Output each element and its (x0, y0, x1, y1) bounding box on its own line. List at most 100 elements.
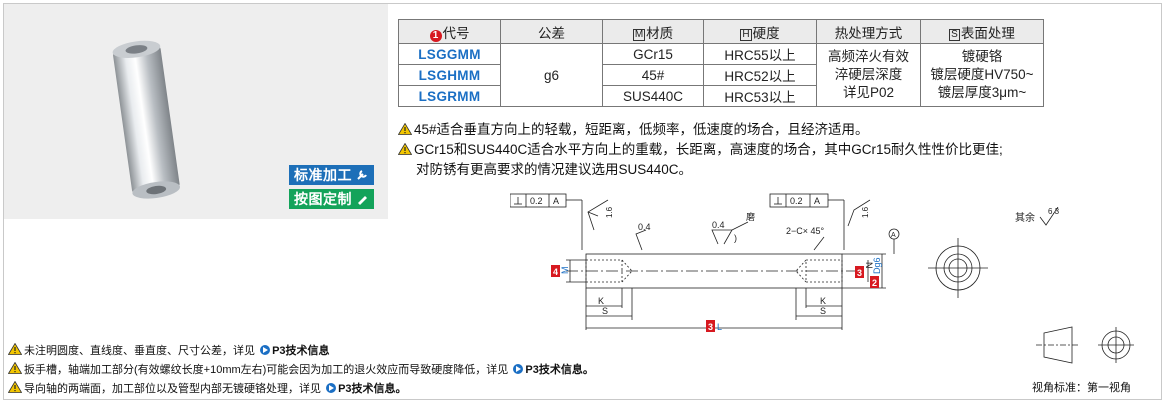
warning-icon (398, 123, 412, 135)
material-cell: GCr15 (602, 43, 704, 65)
marker-n: 3 (857, 268, 862, 278)
tol-right-ref: A (814, 196, 820, 206)
product-photo (4, 4, 388, 219)
arrow-right-icon (260, 345, 271, 355)
standard-tag-label: 标准加工 (294, 167, 352, 183)
dim-k-s: K S K S 3 L (585, 288, 843, 332)
dim-k-right: K (820, 296, 826, 306)
surface-line: 镀层厚度3μm~ (937, 85, 1027, 100)
roughness-symbol-icon: 6.3 (1039, 206, 1060, 226)
roughness-left: 1.6 (587, 199, 614, 231)
material-marker: M (632, 28, 646, 41)
material-cell: 45# (602, 64, 704, 86)
dim-l-label: L (717, 322, 722, 332)
footnote-link[interactable]: P3技术信息。 (525, 364, 594, 376)
rough-right-value: 1.6 (861, 206, 870, 218)
footnote-text: 导向轴的两端面，加工部位以及管型内部无镀硬铬处理，详见 (24, 383, 321, 395)
grind-label: 磨 (746, 212, 755, 222)
table-row: LSGRMM SUS440C HRC53以上 (398, 85, 1044, 107)
perpendicularity-left: 0.2 A (510, 193, 583, 250)
footnote-link[interactable]: P3技术信息 (272, 345, 330, 357)
heat-line: 详见P02 (842, 85, 895, 100)
dim-k-left: K (598, 296, 604, 306)
dim-m: 4 M (551, 259, 586, 283)
table-row: LSGGMM g6 GCr15 HRC55以上 高频淬火有效 淬硬层深度 详见P… (398, 43, 1044, 107)
page-frame (3, 3, 1162, 400)
note-line-3: 对防锈有更高要求的情况建议选用SUS440C。 (416, 162, 693, 177)
surface-line: 镀层硬度HV750~ (930, 67, 1034, 82)
footnote-2: 扳手槽，轴端加工部分(有效螺纹长度+10mm左右)可能会因为加工的退火效应而导致… (8, 361, 594, 377)
chamfer-note: 2−C× 45° (786, 226, 825, 251)
warning-icon (398, 143, 412, 155)
dim-dg6-label: Dg6 (872, 257, 882, 274)
header-tolerance: 公差 (500, 19, 603, 44)
warning-icon (8, 381, 22, 393)
custom-order-tag[interactable]: 按图定制 (289, 189, 375, 209)
code-cell[interactable]: LSGRMM (398, 85, 501, 107)
standard-processing-tag[interactable]: 标准加工 (289, 165, 375, 185)
marker-dg6: 2 (872, 278, 877, 288)
note-text: 45#适合垂直方向上的轻载，短距离，低频率，低速度的场合，且经济适用。 (414, 122, 869, 137)
dim-n-label: N (864, 262, 874, 269)
dim-s-left: S (602, 306, 608, 316)
tolerance-cell: g6 (500, 43, 603, 107)
rough-04b-value: 0.4 (712, 220, 725, 230)
wrench-icon (357, 170, 368, 180)
arrow-right-icon (513, 364, 524, 374)
footnote-3: 导向轴的两端面，加工部位以及管型内部无镀硬铬处理，详见 P3技术信息。 (8, 380, 407, 396)
heat-line: 高频淬火有效 (828, 49, 909, 64)
hardness-cell: HRC55以上 (703, 43, 817, 65)
other-label-text: 其余 (1015, 213, 1035, 224)
roughness-right: 1.6 (847, 199, 871, 227)
footnote-text: 扳手槽，轴端加工部分(有效螺纹长度+10mm左右)可能会因为加工的退火效应而导致… (24, 364, 509, 376)
hardness-marker: H (740, 28, 752, 41)
note-line-1: 45#适合垂直方向上的轻载，短距离，低频率，低速度的场合，且经济适用。 (398, 118, 869, 138)
heat-line: 淬硬层深度 (834, 67, 903, 82)
header-material-label: 材质 (646, 25, 674, 41)
header-hardness-label: 硬度 (752, 25, 780, 41)
footnote-link[interactable]: P3技术信息。 (338, 383, 407, 395)
material-cell: SUS440C (602, 85, 704, 107)
hardness-cell: HRC53以上 (703, 85, 817, 107)
marker-l: 3 (708, 322, 713, 332)
rough-other-value: 6.3 (1048, 207, 1060, 216)
perpendicularity-right: 0.2 A (769, 193, 845, 250)
dim-n-dg6: 3 N 2 Dg6 (842, 253, 886, 289)
code-cell[interactable]: LSGGMM (398, 43, 501, 65)
chamfer-label: 2−C× 45° (786, 226, 825, 236)
tol-left-ref: A (553, 196, 559, 206)
custom-tag-label: 按图定制 (294, 191, 352, 207)
code-cell[interactable]: LSGHMM (398, 64, 501, 86)
other-roughness: 其余 6.3 (1015, 206, 1068, 227)
technical-drawing: 0.2 A 1.6 0.2 A 1.6 0.4 0.4 ) 磨 2−C× 45°… (510, 193, 988, 332)
projection-label: 视角标准：第一视角 (1032, 382, 1131, 394)
tol-left-value: 0.2 (530, 196, 543, 206)
surface-cell: 镀硬铬 镀层硬度HV750~ 镀层厚度3μm~ (920, 43, 1044, 107)
end-view (928, 238, 988, 298)
surface-line: 镀硬铬 (961, 49, 1003, 64)
datum-label: A (891, 232, 896, 239)
dim-m-label: M (560, 267, 570, 275)
datum-a: A (888, 228, 900, 254)
svg-text:): ) (734, 233, 737, 243)
pencil-icon (358, 196, 368, 205)
footnote-1: 未注明圆度、直线度、垂直度、尺寸公差，详见 P3技术信息 (8, 342, 330, 358)
arrow-right-icon (326, 383, 337, 393)
header-code-label: 代号 (442, 25, 470, 41)
header-surface-label: 表面处理 (960, 25, 1015, 41)
projection-symbol-icon (1036, 326, 1134, 364)
roughness-04-a: 0.4 (635, 222, 651, 251)
marker-m: 4 (553, 267, 558, 277)
rough-left-value: 1.6 (605, 206, 614, 218)
dim-s-right: S (820, 306, 826, 316)
heat-cell: 高频淬火有效 淬硬层深度 详见P02 (816, 43, 921, 107)
roughness-04-b: 0.4 ) 磨 (711, 212, 755, 245)
surface-marker: S (949, 28, 960, 41)
footnote-text: 未注明圆度、直线度、垂直度、尺寸公差，详见 (24, 345, 255, 357)
